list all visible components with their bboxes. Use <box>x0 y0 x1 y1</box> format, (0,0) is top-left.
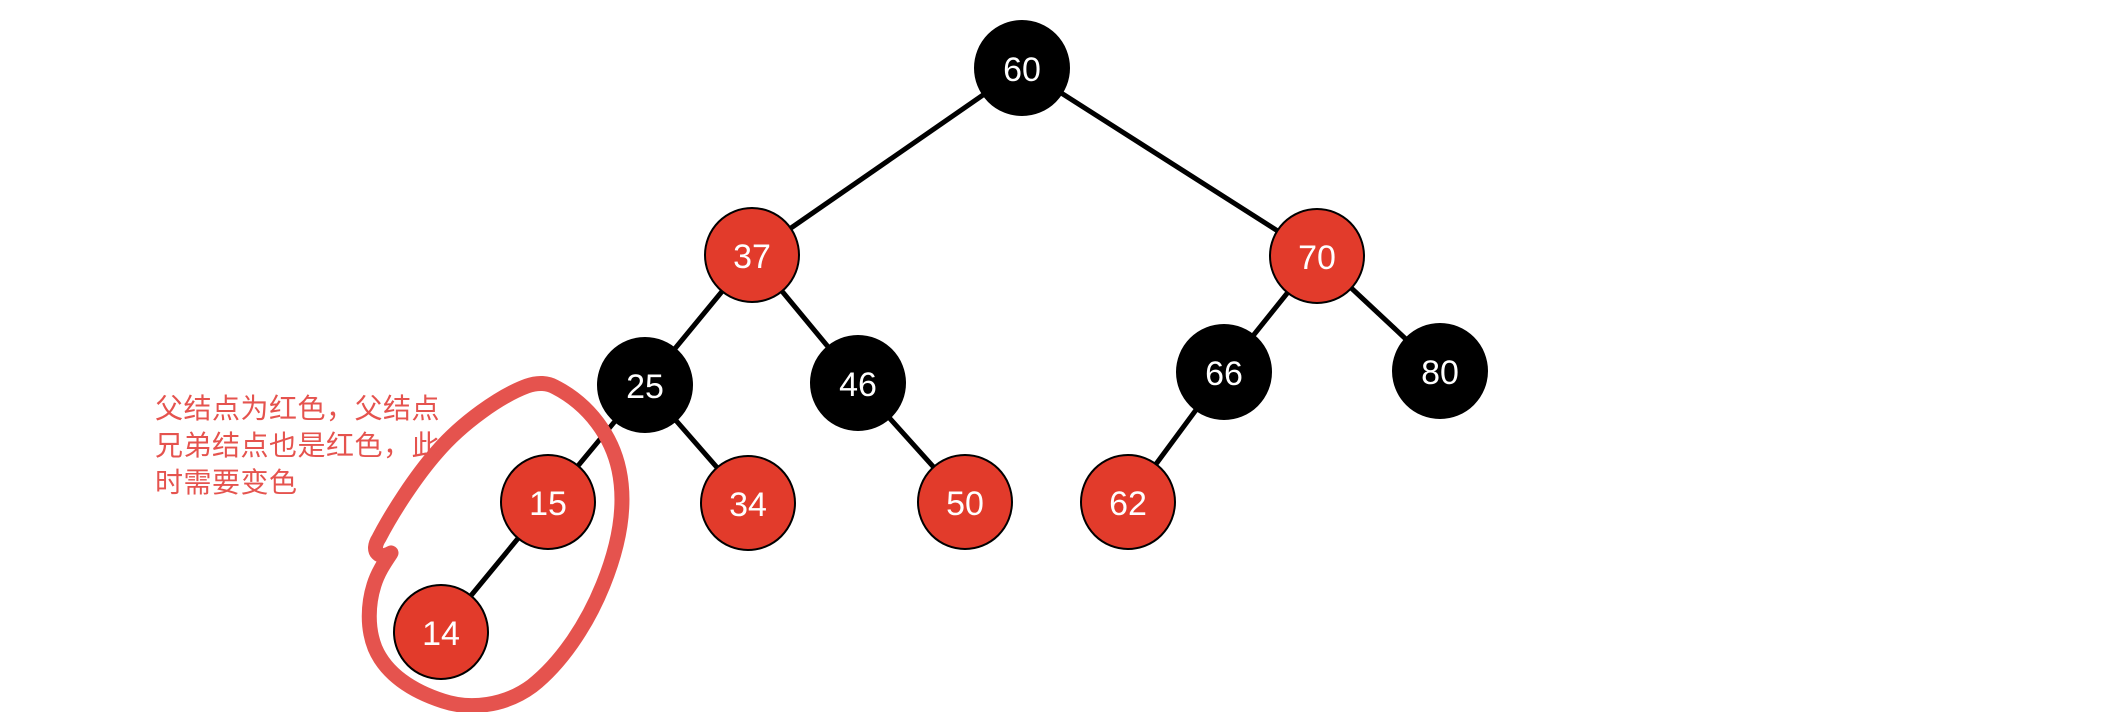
node-label: 14 <box>422 615 460 653</box>
node-circle-red <box>1080 454 1176 550</box>
annotation-line: 父结点为红色，父结点 <box>155 393 441 424</box>
annotation-line: 兄弟结点也是红色，此 <box>155 430 441 461</box>
node-circle-red <box>700 455 796 551</box>
node-label: 37 <box>733 238 771 276</box>
node-label: 46 <box>839 366 877 404</box>
tree-node-60: 60 <box>974 20 1070 116</box>
tree-node-34: 34 <box>700 455 796 551</box>
node-label: 25 <box>626 368 664 406</box>
node-label: 15 <box>529 485 567 523</box>
annotation-line: 时需要变色 <box>155 467 298 498</box>
node-label: 70 <box>1298 239 1336 277</box>
node-label: 66 <box>1205 355 1243 393</box>
highlight-circle <box>361 376 630 712</box>
tree-node-46: 46 <box>810 335 906 431</box>
node-circle-black <box>597 337 693 433</box>
node-circle-black <box>974 20 1070 116</box>
node-circle-black <box>1392 323 1488 419</box>
tree-edge-60-37 <box>750 65 1024 258</box>
tree-node-80: 80 <box>1392 323 1488 419</box>
node-label: 80 <box>1421 354 1459 392</box>
node-label: 60 <box>1003 51 1041 89</box>
node-circle-red <box>1269 208 1365 304</box>
tree-node-50: 50 <box>917 454 1013 550</box>
tree-edge-60-70 <box>1020 65 1319 259</box>
node-circle-red <box>500 454 596 550</box>
node-circle-black <box>1176 324 1272 420</box>
node-circle-black <box>810 335 906 431</box>
tree-node-15: 15 <box>500 454 596 550</box>
tree-node-14: 14 <box>393 584 489 680</box>
node-circle-red <box>704 207 800 303</box>
node-circle-red <box>917 454 1013 550</box>
tree-node-66: 66 <box>1176 324 1272 420</box>
node-label: 62 <box>1109 485 1147 523</box>
node-label: 50 <box>946 485 984 523</box>
annotation-text: 父结点为红色，父结点 兄弟结点也是红色，此 时需要变色 <box>155 390 440 501</box>
tree-node-70: 70 <box>1269 208 1365 304</box>
tree-node-25: 25 <box>597 337 693 433</box>
node-circle-red <box>393 584 489 680</box>
tree-node-37: 37 <box>704 207 800 303</box>
tree-node-62: 62 <box>1080 454 1176 550</box>
node-label: 34 <box>729 486 767 524</box>
